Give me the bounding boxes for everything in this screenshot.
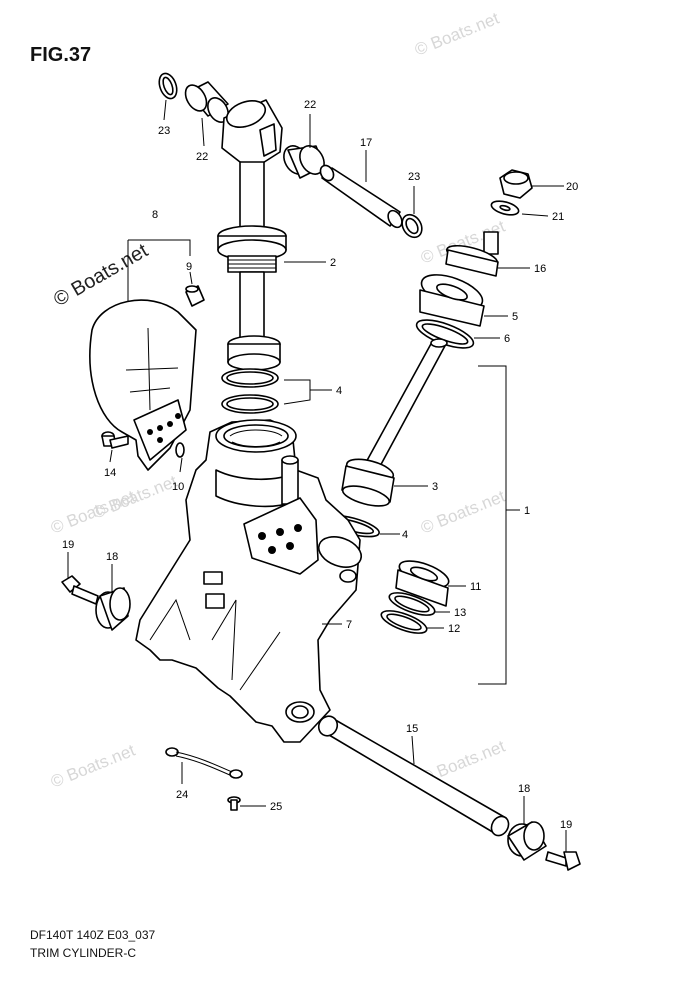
part-3-piston [341, 338, 448, 507]
callout-10: 10 [172, 481, 184, 493]
callout-3: 3 [432, 481, 438, 493]
part-15-pin [317, 715, 510, 837]
callout-4: 4 [336, 385, 342, 397]
callout-18: 18 [106, 551, 118, 563]
callout-9: 9 [186, 261, 192, 273]
callout-19: 19 [62, 539, 74, 551]
part-23-snap-ring [158, 72, 178, 100]
callout-7: 7 [346, 619, 352, 631]
callout-20: 20 [566, 181, 578, 193]
callout-4: 4 [402, 529, 408, 541]
part-7-cylinder-body [135, 419, 363, 743]
callout-13: 13 [454, 607, 466, 619]
part-23-snap-ring-2 [401, 213, 423, 239]
callout-19: 19 [560, 819, 572, 831]
part-2-piston-rod [217, 99, 287, 371]
callout-2: 2 [330, 257, 336, 269]
part-22-bushing [184, 81, 229, 123]
part-17-pin [319, 164, 403, 229]
callout-11: 11 [470, 581, 481, 593]
part-12-o-ring [380, 610, 428, 634]
callout-25: 25 [270, 801, 282, 813]
part-16-cap [445, 231, 499, 277]
callout-12: 12 [448, 623, 460, 635]
leader-lines [67, 99, 567, 852]
part-25-screw [227, 796, 241, 811]
callout-15: 15 [406, 723, 418, 735]
part-10-washer [175, 442, 185, 458]
part-18-bushing [95, 587, 131, 631]
part-22-bushing-2 [283, 145, 325, 179]
part-19-bolt-2 [545, 851, 581, 871]
part-5-gland [419, 274, 485, 327]
figure-title: FIG.37 [30, 44, 92, 66]
callout-5: 5 [512, 311, 518, 323]
part-14-bolt [101, 431, 129, 449]
callout-1: 1 [524, 505, 530, 517]
callout-numbers: 23 22 22 17 23 20 21 8 9 2 16 5 6 4 1 3 … [62, 99, 578, 831]
callout-17: 17 [360, 137, 372, 149]
callout-14: 14 [104, 467, 116, 479]
part-24-ground-wire [165, 747, 243, 779]
callout-21: 21 [552, 211, 564, 223]
callout-6: 6 [504, 333, 510, 345]
callout-16: 16 [534, 263, 546, 275]
diagram-code: DF140T 140Z E03_037 [30, 928, 156, 942]
callout-22: 22 [196, 151, 208, 163]
callout-8: 8 [152, 209, 158, 221]
callout-23: 23 [158, 125, 170, 137]
callout-24: 24 [176, 789, 188, 801]
callout-23: 23 [408, 171, 420, 183]
part-8-cover [89, 299, 197, 471]
part-9-cap [185, 285, 205, 307]
callout-22: 22 [304, 99, 316, 111]
part-21-washer [490, 200, 520, 216]
part-18-bushing-2 [507, 821, 547, 861]
diagram-caption: TRIM CYLINDER-C [30, 946, 137, 960]
part-11-seal [395, 560, 450, 607]
part-19-bolt [61, 575, 99, 605]
part-4-o-rings [221, 368, 279, 414]
part-20-nut [499, 169, 533, 199]
callout-18: 18 [518, 783, 530, 795]
